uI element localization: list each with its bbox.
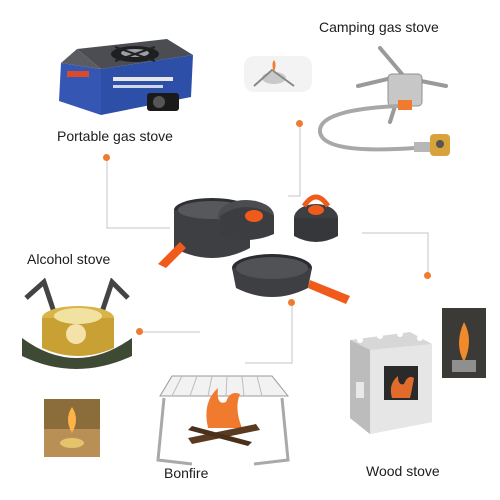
alcohol-stove-icon xyxy=(16,278,136,378)
connector-dot-wood xyxy=(424,272,431,279)
wood-stove-icon xyxy=(340,322,440,440)
connector-dot-camping xyxy=(296,120,303,127)
label-alcohol-stove: Alcohol stove xyxy=(27,251,111,267)
connector-dot-alcohol xyxy=(136,328,143,335)
label-wood-stove: Wood stove xyxy=(366,463,440,479)
camping-gas-stove-inset-icon xyxy=(244,56,312,92)
connector-dot-bonfire xyxy=(288,299,295,306)
bonfire-grill-icon xyxy=(152,368,294,468)
camping-cookware-set-icon xyxy=(150,188,360,310)
connector-dot-portable xyxy=(103,154,110,161)
label-portable-gas-stove: Portable gas stove xyxy=(57,128,173,144)
camping-gas-stove-icon xyxy=(318,44,468,160)
label-camping-gas-stove: Camping gas stove xyxy=(319,19,439,35)
portable-gas-stove-icon xyxy=(55,37,195,117)
alcohol-flame-inset-icon xyxy=(44,399,100,457)
wood-stove-inset-icon xyxy=(442,308,486,378)
label-bonfire: Bonfire xyxy=(164,465,209,481)
